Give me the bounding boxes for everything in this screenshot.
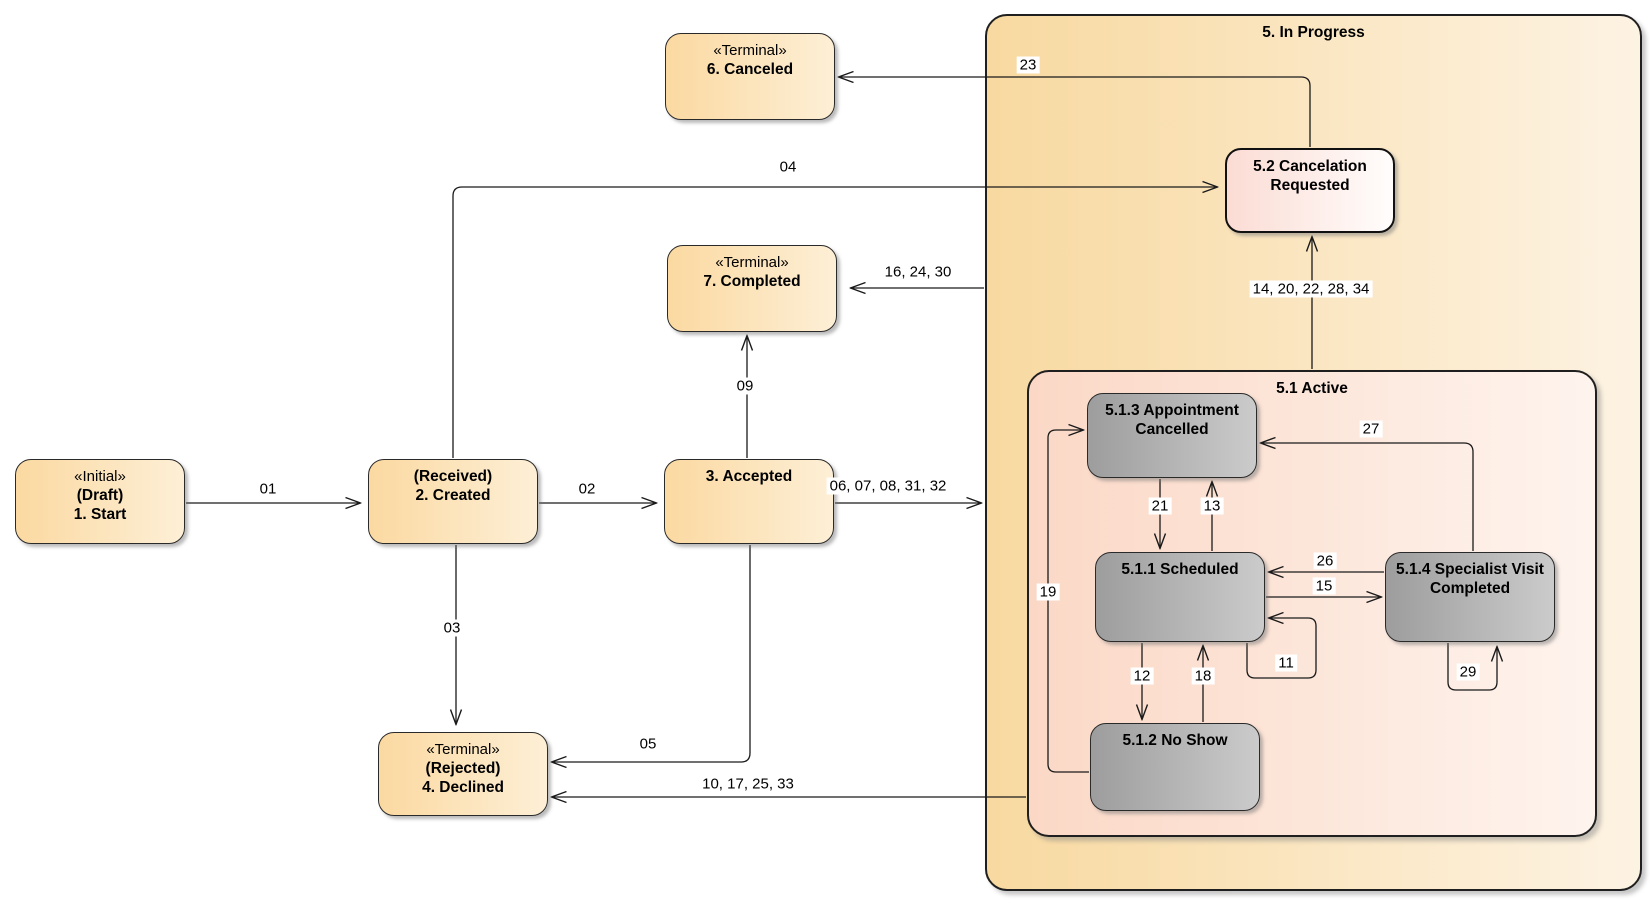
state-created-name: 2. Created bbox=[415, 487, 491, 504]
transition-label-21: 21 bbox=[1148, 497, 1172, 515]
state-scheduled[interactable]: 5.1.1 Scheduled bbox=[1095, 552, 1265, 642]
transition-19-line bbox=[1047, 430, 1089, 773]
state-no-show-name: 5.1.2 No Show bbox=[1122, 732, 1228, 749]
state-canceled-name: 6. Canceled bbox=[706, 61, 794, 78]
state-accepted[interactable]: 3. Accepted bbox=[664, 459, 834, 544]
transition-label-02: 02 bbox=[575, 480, 599, 498]
transition-label-19: 19 bbox=[1036, 583, 1060, 601]
transition-label-06: 06, 07, 08, 31, 32 bbox=[826, 477, 950, 495]
transition-label-13: 13 bbox=[1200, 497, 1224, 515]
transition-23-line bbox=[839, 77, 1311, 147]
transition-label-14: 14, 20, 22, 28, 34 bbox=[1249, 280, 1373, 298]
transition-27-line bbox=[1261, 443, 1474, 551]
transition-label-11: 11 bbox=[1275, 654, 1297, 672]
transition-11-line bbox=[1246, 618, 1317, 679]
transition-label-12: 12 bbox=[1130, 667, 1154, 685]
state-specialist-visit-completed[interactable]: 5.1.4 Specialist Visit Completed bbox=[1385, 552, 1555, 642]
state-canceled-stereotype: «Terminal» bbox=[713, 42, 787, 59]
state-appointment-cancelled-name-line1: 5.1.3 Appointment bbox=[1105, 402, 1239, 419]
transition-label-05: 05 bbox=[636, 735, 660, 753]
transition-label-01: 01 bbox=[256, 480, 280, 498]
state-declined-alias: (Rejected) bbox=[425, 760, 501, 777]
transition-label-16: 16, 24, 30 bbox=[881, 263, 955, 281]
state-start-stereotype: «Initial» bbox=[74, 468, 126, 485]
state-cancelation-requested-name-line1: 5.2 Cancelation bbox=[1253, 158, 1367, 175]
transition-label-18: 18 bbox=[1191, 667, 1215, 685]
state-declined[interactable]: «Terminal» (Rejected) 4. Declined bbox=[378, 732, 548, 816]
state-scheduled-name: 5.1.1 Scheduled bbox=[1121, 561, 1239, 578]
state-start-name: 1. Start bbox=[73, 506, 127, 523]
transition-05-line bbox=[552, 545, 751, 762]
transition-label-10: 10, 17, 25, 33 bbox=[699, 775, 797, 793]
state-created-alias: (Received) bbox=[413, 468, 493, 485]
state-completed[interactable]: «Terminal» 7. Completed bbox=[667, 245, 837, 332]
state-canceled[interactable]: «Terminal» 6. Canceled bbox=[665, 33, 835, 120]
transition-label-26: 26 bbox=[1313, 552, 1337, 570]
transition-04-line bbox=[452, 187, 1217, 458]
state-created[interactable]: (Received) 2. Created bbox=[368, 459, 538, 544]
state-cancelation-requested[interactable]: 5.2 Cancelation Requested bbox=[1225, 148, 1395, 233]
state-cancelation-requested-name-line2: Requested bbox=[1270, 177, 1350, 194]
state-completed-name: 7. Completed bbox=[703, 273, 801, 290]
state-start[interactable]: «Initial» (Draft) 1. Start bbox=[15, 459, 185, 544]
state-no-show[interactable]: 5.1.2 No Show bbox=[1090, 723, 1260, 811]
transition-label-23: 23 bbox=[1016, 56, 1040, 74]
active-title: 5.1 Active bbox=[1276, 380, 1348, 397]
state-appointment-cancelled-name-line2: Cancelled bbox=[1135, 421, 1209, 438]
state-specialist-visit-completed-name-line1: 5.1.4 Specialist Visit bbox=[1396, 561, 1544, 578]
transition-label-09: 09 bbox=[733, 377, 757, 395]
in-progress-title: 5. In Progress bbox=[1262, 24, 1365, 41]
state-declined-stereotype: «Terminal» bbox=[426, 741, 500, 758]
state-completed-stereotype: «Terminal» bbox=[715, 254, 789, 271]
state-specialist-visit-completed-name-line2: Completed bbox=[1429, 580, 1511, 597]
state-start-alias: (Draft) bbox=[76, 487, 124, 504]
transition-label-27: 27 bbox=[1359, 420, 1383, 438]
state-appointment-cancelled[interactable]: 5.1.3 Appointment Cancelled bbox=[1087, 393, 1257, 478]
transition-label-03: 03 bbox=[440, 619, 464, 637]
transition-label-15: 15 bbox=[1312, 577, 1336, 595]
state-accepted-name: 3. Accepted bbox=[705, 468, 793, 485]
transition-29-line bbox=[1447, 643, 1497, 691]
transition-label-04: 04 bbox=[776, 158, 800, 176]
state-declined-name: 4. Declined bbox=[422, 779, 504, 796]
transition-label-29: 29 bbox=[1456, 663, 1480, 681]
